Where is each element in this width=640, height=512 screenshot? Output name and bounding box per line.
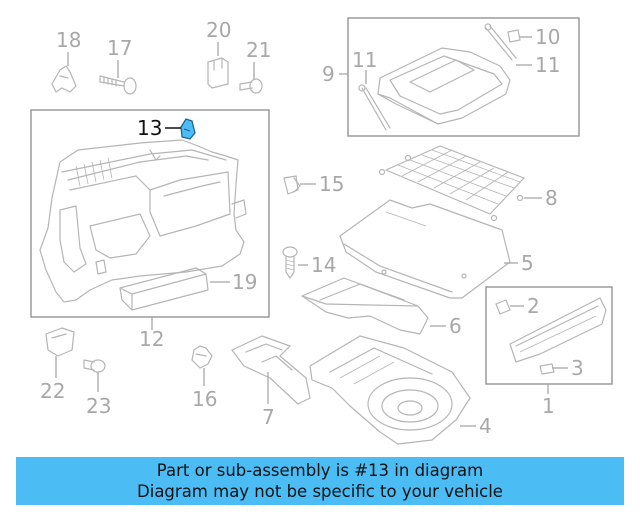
part-18-bracket — [51, 65, 77, 93]
callout-22: 22 — [40, 379, 65, 403]
callout-18: 18 — [56, 28, 81, 52]
leader-lines — [55, 36, 568, 427]
callout-13: 13 — [137, 116, 162, 140]
part-7-side-tray — [231, 335, 311, 405]
callout-14: 14 — [311, 253, 336, 277]
callout-20: 20 — [206, 18, 231, 42]
info-banner: Part or sub-assembly is #13 in diagram D… — [16, 457, 624, 505]
callout-2: 2 — [527, 294, 540, 318]
part-11-hook-right — [484, 23, 517, 61]
part-11-hook-left — [358, 84, 391, 131]
part-6-sill-box — [301, 277, 429, 335]
banner-line-2: Diagram may not be specific to your vehi… — [137, 482, 503, 501]
callout-23: 23 — [86, 394, 111, 418]
callout-12: 12 — [139, 327, 164, 351]
part-22-bracket — [45, 327, 75, 357]
callout-1: 1 — [542, 394, 555, 418]
callout-4: 4 — [479, 414, 492, 438]
callout-6: 6 — [449, 314, 462, 338]
callout-10: 10 — [535, 25, 560, 49]
group-box-9 — [347, 17, 580, 137]
callout-15: 15 — [319, 172, 344, 196]
part-5-floor-board — [339, 199, 511, 299]
callout-8: 8 — [545, 186, 558, 210]
part-8-cargo-net — [378, 145, 525, 222]
callout-5: 5 — [521, 251, 534, 275]
part-4-spare-tub — [309, 335, 471, 445]
callout-21: 21 — [246, 38, 271, 62]
part-15-push-clip — [283, 175, 301, 195]
part-3-clip — [539, 363, 555, 375]
banner-line-1: Part or sub-assembly is #13 in diagram — [156, 461, 484, 480]
callout-7: 7 — [262, 405, 275, 429]
callout-16: 16 — [192, 387, 217, 411]
callout-17: 17 — [107, 36, 132, 60]
group-box-12 — [30, 109, 270, 318]
part-21-bolt — [239, 78, 263, 94]
part-9-cargo-cover — [377, 47, 511, 125]
part-13-clip-highlighted — [180, 118, 196, 140]
part-17-screw — [99, 75, 137, 95]
group-box-1 — [485, 286, 613, 385]
callout-3: 3 — [571, 356, 584, 380]
callout-numbers: 18 17 20 21 9 11 10 11 13 15 8 14 5 19 6… — [40, 18, 584, 438]
part-1-sill-plate — [509, 297, 607, 363]
part-14-screw — [282, 246, 298, 279]
part-10-clip — [507, 29, 521, 43]
callout-11-left: 11 — [352, 48, 377, 72]
callout-19: 19 — [232, 270, 257, 294]
part-16-grommet — [191, 345, 213, 369]
callout-9: 9 — [322, 62, 335, 86]
part-12-quarter-trim-panel — [39, 139, 247, 303]
part-2-clip — [495, 299, 511, 315]
callout-11-right: 11 — [535, 53, 560, 77]
parts-diagram: 18 17 20 21 9 11 10 11 13 15 8 14 5 19 6… — [30, 17, 613, 445]
part-19-tray — [119, 267, 209, 311]
part-20-clip — [207, 57, 229, 89]
part-23-bolt — [83, 359, 106, 373]
